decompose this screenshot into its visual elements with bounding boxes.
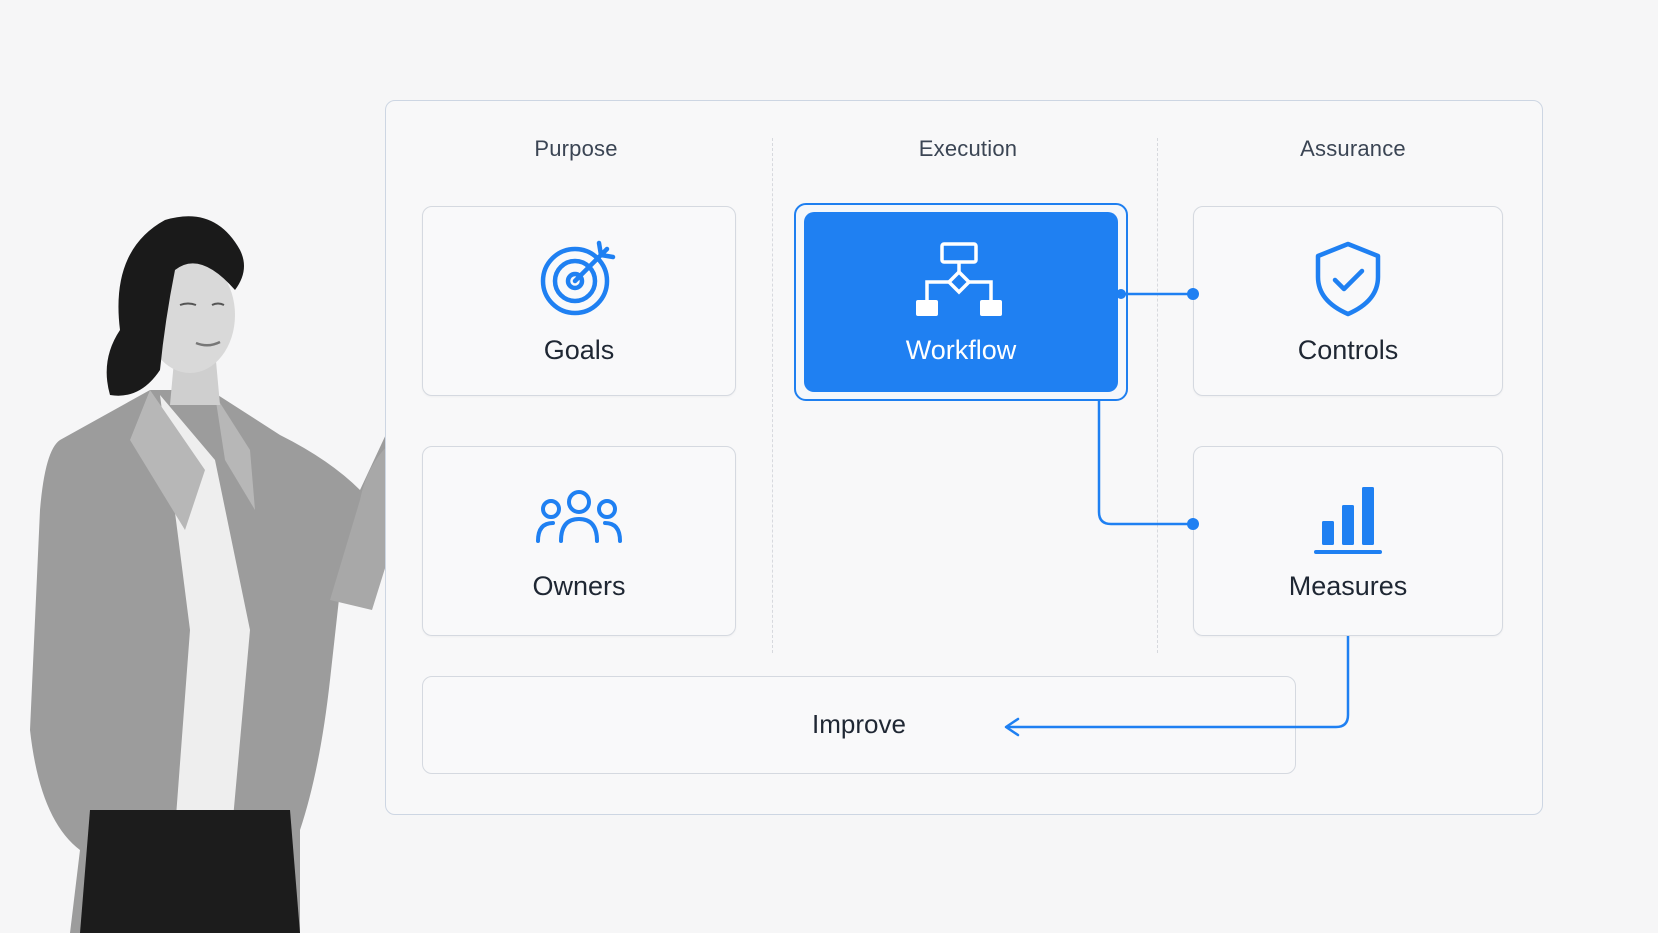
improve-label: Improve — [812, 709, 906, 739]
controls-card[interactable]: Controls — [1193, 206, 1503, 396]
column-heading-assurance: Assurance — [1300, 136, 1406, 161]
owners-card[interactable]: Owners — [422, 446, 736, 636]
bar-chart-icon — [1314, 487, 1382, 554]
goals-card[interactable]: Goals — [422, 206, 736, 396]
column-heading-purpose: Purpose — [534, 136, 618, 161]
improve-card[interactable]: Improve — [422, 676, 1296, 774]
controls-label: Controls — [1297, 335, 1399, 365]
measures-label: Measures — [1288, 571, 1408, 601]
shield-check-icon — [1315, 241, 1381, 317]
column-heading-execution: Execution — [918, 136, 1018, 161]
measures-card[interactable]: Measures — [1193, 446, 1503, 636]
column-divider-right — [1157, 138, 1158, 653]
target-arrow-icon — [540, 240, 616, 316]
owners-label: Owners — [532, 571, 626, 601]
flowchart-icon — [916, 242, 1002, 316]
people-group-icon — [536, 490, 622, 543]
goals-label: Goals — [543, 335, 615, 365]
workflow-card[interactable]: Workflow — [804, 212, 1118, 392]
column-divider-left — [772, 138, 773, 653]
workflow-label: Workflow — [905, 335, 1017, 365]
